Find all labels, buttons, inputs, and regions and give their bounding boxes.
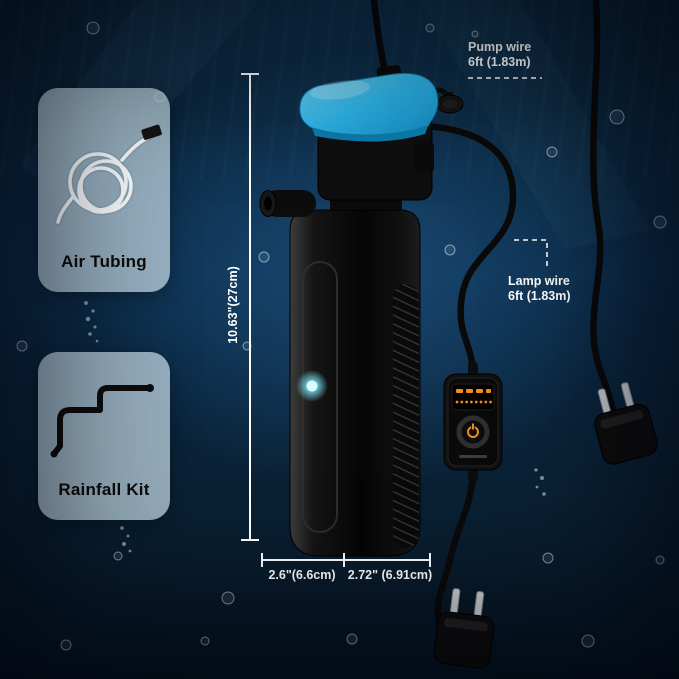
bubble-clusters — [84, 301, 546, 553]
tubing-connector — [141, 124, 162, 140]
accessory-card-rainfall-kit: Rainfall Kit — [38, 352, 170, 520]
power-plug-lamp — [594, 382, 658, 465]
lamp-wire-length: 6ft (1.83m) — [508, 289, 571, 303]
bubbles — [16, 21, 667, 651]
pump-wire-title: Pump wire — [468, 40, 532, 54]
suction-cup — [429, 87, 464, 114]
blue-cap — [299, 72, 439, 137]
outlet-grill — [393, 284, 419, 548]
air-tubing-icon — [54, 124, 162, 226]
controller-dial — [456, 415, 490, 449]
pump-wire — [422, 122, 517, 378]
pump-head — [259, 65, 439, 217]
rainfall-kit-icon — [50, 384, 154, 458]
controller-display — [451, 383, 495, 411]
air-tubing-label: Air Tubing — [61, 252, 147, 271]
lamp-wire — [590, 0, 620, 428]
led-light — [306, 380, 318, 392]
pump-wire-callout: Pump wire 6ft (1.83m) — [468, 40, 531, 70]
lamp-wire-title: Lamp wire — [508, 274, 570, 288]
pump-wire-length: 6ft (1.83m) — [468, 55, 531, 69]
rainfall-kit-label: Rainfall Kit — [58, 480, 150, 499]
power-controller — [443, 362, 503, 482]
lamp-wire-callout: Lamp wire 6ft (1.83m) — [508, 274, 571, 304]
power-icon — [467, 423, 479, 438]
controller-indicator-lights — [455, 389, 492, 404]
callout-pointers — [468, 77, 548, 268]
lamp-wire-pointer — [514, 239, 548, 268]
dimension-body-width-label: 2.72" (6.91cm) — [347, 568, 433, 582]
intake-nozzle — [259, 190, 316, 217]
dimension-height-label: 10.63"(27cm) — [226, 266, 240, 344]
accessory-card-air-tubing: Air Tubing — [38, 88, 170, 292]
power-plug-pump — [433, 588, 495, 669]
filter-body — [289, 196, 421, 557]
dimension-lines — [241, 73, 431, 567]
dimension-base-width-label: 2.6"(6.6cm) — [268, 568, 336, 582]
